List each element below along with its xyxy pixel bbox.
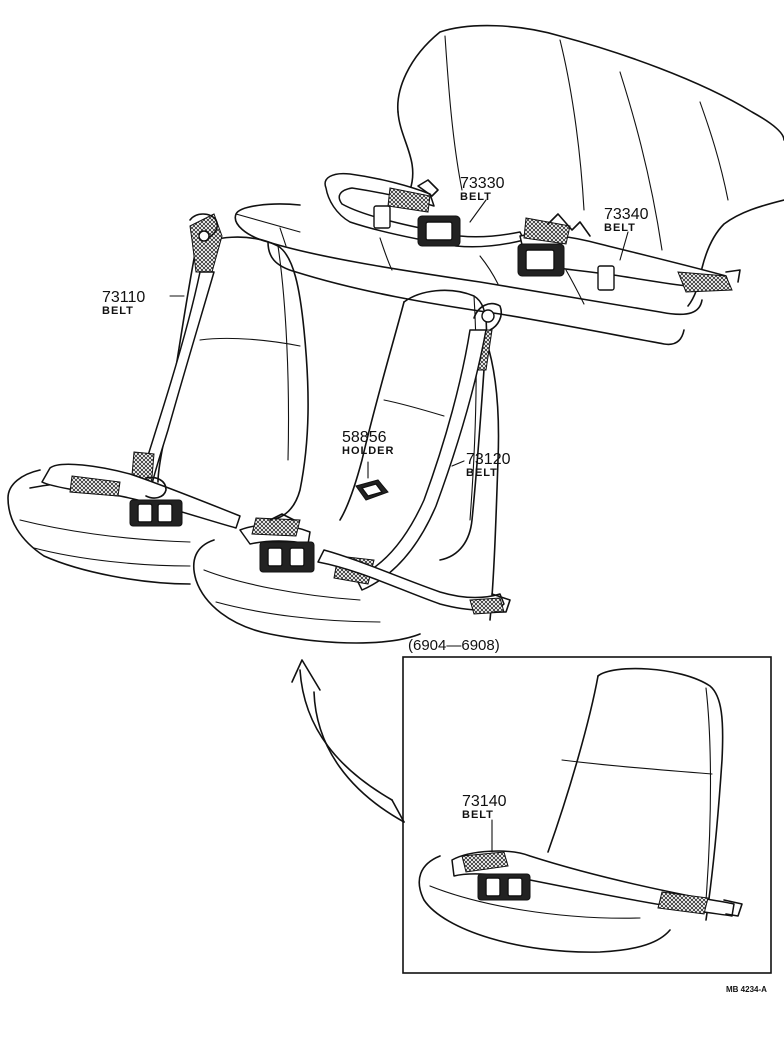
- figure-code: MB 4234-A: [726, 985, 767, 994]
- part-number-73330: 73330: [460, 175, 505, 192]
- part-number-73110: 73110: [102, 289, 145, 306]
- part-number-58856: 58856: [342, 429, 387, 446]
- part-name-73140: BELT: [462, 809, 494, 821]
- part-name-73120: BELT: [466, 467, 498, 479]
- part-number-73140: 73140: [462, 793, 507, 810]
- front-left-seat: [7, 213, 309, 585]
- curved-arrow: [291, 659, 405, 823]
- inset-caption: (6904—6908): [408, 637, 500, 654]
- front-right-seat: [192, 289, 511, 644]
- part-name-73340: BELT: [604, 222, 636, 234]
- inset-bucket-seat: [418, 667, 743, 953]
- inset-frame: [402, 656, 772, 974]
- part-name-73110: BELT: [102, 305, 134, 317]
- part-number-73120: 73120: [466, 451, 511, 468]
- rear-bench-seat: [234, 24, 784, 346]
- part-name-73330: BELT: [460, 191, 492, 203]
- part-number-73340: 73340: [604, 206, 649, 223]
- leader-73330: [469, 199, 487, 223]
- leader-73340: [619, 231, 629, 261]
- part-name-58856: HOLDER: [342, 445, 394, 457]
